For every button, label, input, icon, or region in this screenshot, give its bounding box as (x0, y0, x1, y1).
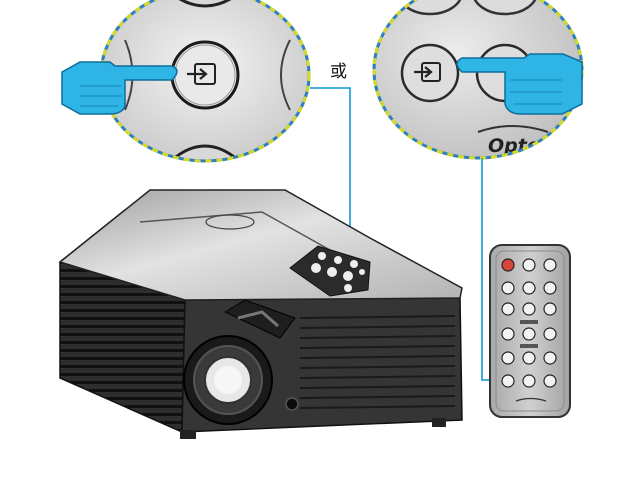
remote-small-source-button[interactable] (501, 374, 515, 388)
projector-keypad (289, 245, 371, 297)
keypad-callout (99, 0, 311, 163)
source-input-icon (414, 62, 441, 82)
pointing-hand-icon (61, 61, 178, 115)
or-label: 或 (330, 62, 347, 82)
source-input-icon (187, 63, 216, 85)
pointing-hand-icon (456, 53, 583, 115)
projector-icon (58, 189, 463, 439)
remote-control-icon (489, 244, 571, 418)
